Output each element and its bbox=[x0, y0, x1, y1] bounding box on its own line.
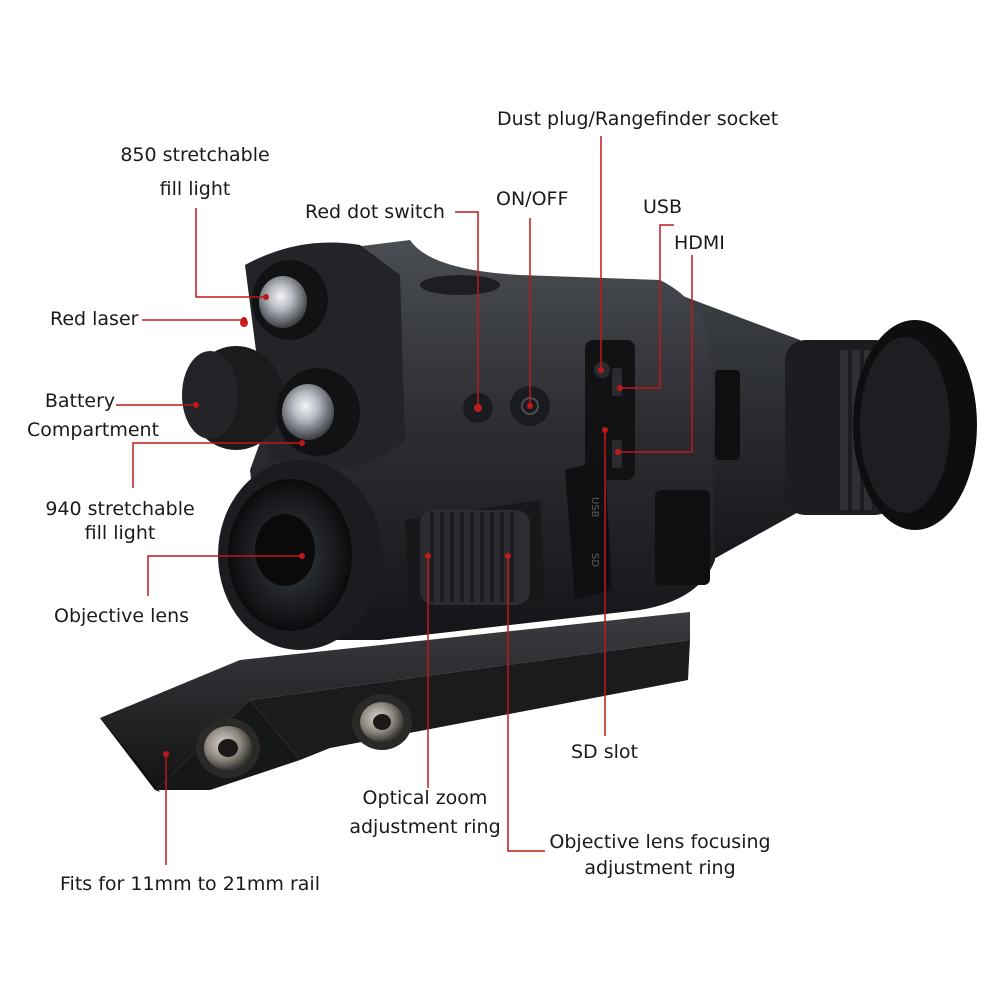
rail-knob-left bbox=[196, 718, 260, 778]
label-focus-ring-line2: adjustment ring bbox=[584, 857, 736, 879]
label-hdmi: HDMI bbox=[674, 232, 725, 254]
label-dust-plug-rangefinder-socket: Dust plug/Rangefinder socket bbox=[497, 108, 779, 130]
label-optical-zoom-line2: adjustment ring bbox=[349, 816, 501, 838]
leader-usb bbox=[620, 224, 674, 389]
fill-light-850 bbox=[252, 260, 328, 340]
leader-lines bbox=[116, 136, 693, 865]
label-battery-line1: Battery bbox=[44, 390, 116, 412]
rail-knob-right bbox=[352, 694, 412, 750]
label-940-fill-light-line2: fill light bbox=[84, 522, 156, 544]
label-850-fill-light-line2: fill light bbox=[159, 178, 231, 200]
leader-hdmi bbox=[618, 255, 693, 453]
focus-rings bbox=[420, 510, 530, 605]
fill-light-940 bbox=[276, 368, 360, 456]
label-red-laser: Red laser bbox=[50, 308, 139, 330]
anchor-dots bbox=[163, 294, 623, 757]
label-optical-zoom-line1: Optical zoom bbox=[362, 787, 488, 809]
leader-focus-ring bbox=[507, 556, 545, 852]
label-objective-lens: Objective lens bbox=[54, 605, 190, 627]
label-usb: USB bbox=[643, 196, 683, 218]
flap-usb-marking: USB bbox=[589, 497, 600, 518]
flap-sd-marking: SD bbox=[589, 553, 600, 567]
battery-compartment-cap bbox=[182, 346, 284, 450]
label-battery-line2: Compartment bbox=[27, 419, 160, 441]
label-850-fill-light-line1: 850 stretchable bbox=[120, 144, 270, 166]
label-940-fill-light-line1: 940 stretchable bbox=[45, 498, 195, 520]
leader-850-fill-light bbox=[195, 208, 266, 298]
label-rail-compatibility: Fits for 11mm to 21mm rail bbox=[60, 873, 320, 895]
leader-red-dot bbox=[455, 211, 479, 408]
port-cover-flap bbox=[565, 460, 612, 600]
label-red-dot-switch: Red dot switch bbox=[305, 201, 445, 223]
leader-940-fill-light bbox=[132, 442, 302, 488]
eyecup bbox=[853, 320, 977, 530]
label-on-off: ON/OFF bbox=[496, 188, 569, 210]
leader-objective-lens bbox=[147, 555, 302, 596]
label-focus-ring-line1: Objective lens focusing bbox=[549, 831, 771, 853]
port-panel bbox=[585, 340, 635, 480]
label-sd-slot: SD slot bbox=[571, 741, 638, 763]
